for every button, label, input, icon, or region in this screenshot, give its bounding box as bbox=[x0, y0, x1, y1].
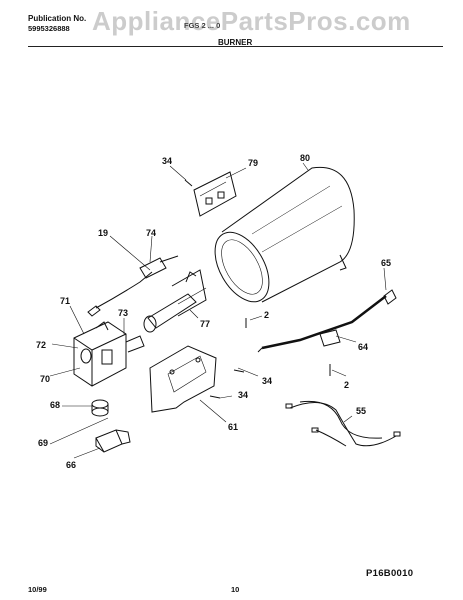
section-title: BURNER bbox=[218, 38, 253, 47]
callout-2-mid: 2 bbox=[344, 380, 349, 390]
bracket-part[interactable] bbox=[193, 171, 237, 217]
screw-34c-part[interactable] bbox=[209, 395, 221, 399]
callout-74: 74 bbox=[146, 228, 156, 238]
callout-34-low: 34 bbox=[238, 390, 248, 400]
model-number: FGS 2 ... 0 bbox=[184, 21, 221, 30]
footer-page-number: 10 bbox=[231, 585, 240, 594]
publication-label: Publication No. bbox=[28, 14, 87, 23]
coil-part[interactable] bbox=[91, 399, 109, 417]
callout-2-top: 2 bbox=[264, 310, 269, 320]
callout-79: 79 bbox=[248, 158, 258, 168]
diagram-reference-code: P16B0010 bbox=[366, 568, 414, 579]
callout-19: 19 bbox=[98, 228, 108, 238]
watermark: AppliancePartsPros.com bbox=[92, 6, 411, 36]
callout-71: 71 bbox=[60, 296, 70, 306]
wire-harness-part[interactable] bbox=[285, 400, 401, 447]
callout-77: 77 bbox=[200, 319, 210, 329]
publication-number: 5995326888 bbox=[28, 24, 70, 33]
screw-top-part[interactable] bbox=[184, 179, 193, 187]
callout-64: 64 bbox=[358, 342, 368, 352]
mounting-bracket-part[interactable] bbox=[149, 345, 217, 413]
igniter-part[interactable] bbox=[87, 255, 179, 317]
screw-34b-part[interactable] bbox=[233, 369, 245, 373]
gas-line-part[interactable] bbox=[257, 289, 397, 353]
footer-date: 10/99 bbox=[28, 585, 47, 594]
header-rule bbox=[28, 46, 443, 47]
callout-70: 70 bbox=[40, 374, 50, 384]
gas-valve-part[interactable] bbox=[73, 321, 145, 387]
callout-80: 80 bbox=[300, 153, 310, 163]
callout-55: 55 bbox=[356, 406, 366, 416]
callout-72: 72 bbox=[36, 340, 46, 350]
callout-73: 73 bbox=[118, 308, 128, 318]
burner-tube-part[interactable] bbox=[204, 166, 355, 311]
callout-34-mid: 34 bbox=[262, 376, 272, 386]
callout-34-top: 34 bbox=[162, 156, 172, 166]
callout-69: 69 bbox=[38, 438, 48, 448]
burner-assembly-part[interactable] bbox=[143, 269, 207, 333]
elbow-fitting-part[interactable] bbox=[95, 429, 131, 453]
callout-65: 65 bbox=[381, 258, 391, 268]
callout-66: 66 bbox=[66, 460, 76, 470]
callout-68: 68 bbox=[50, 400, 60, 410]
callout-61: 61 bbox=[228, 422, 238, 432]
